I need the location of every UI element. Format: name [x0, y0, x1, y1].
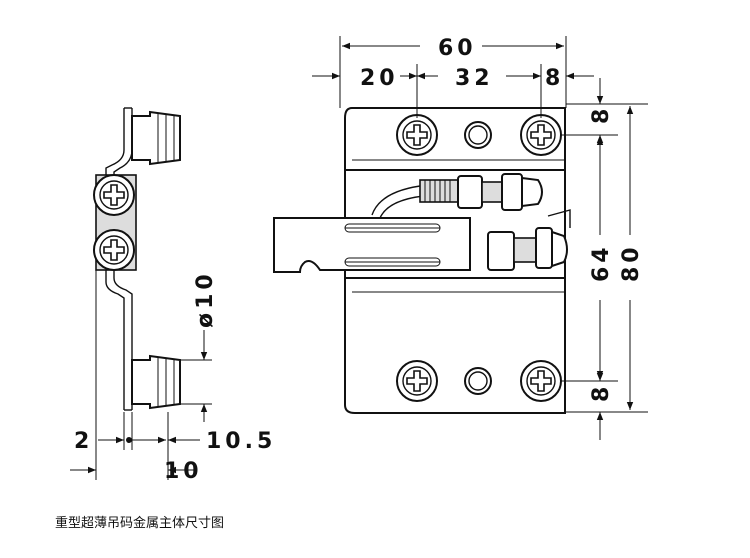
dim-side-depth: 10.5 [206, 429, 276, 454]
dim-offset-left: 20 [360, 66, 399, 91]
side-view [93, 107, 181, 411]
screw-bottom-right [520, 360, 562, 402]
dim-offset-right: 8 [545, 66, 564, 91]
top-pin [131, 110, 181, 166]
dim-top-offset: 8 [589, 105, 614, 124]
dim-bottom-offset: 8 [589, 383, 614, 402]
hole-top-center [464, 121, 492, 149]
screw-top-left [396, 114, 438, 156]
dimension-lines [70, 36, 648, 480]
dim-side-width: 10 [164, 459, 203, 484]
lower-nut [487, 231, 515, 271]
dim-height-total: 80 [619, 243, 644, 282]
upper-nut [457, 175, 483, 209]
bottom-pin [131, 354, 181, 410]
upper-screw-head [521, 176, 543, 208]
hook-slider [273, 217, 471, 273]
screw-top-right [520, 114, 562, 156]
front-view [273, 107, 571, 414]
dim-pin-diameter: ø10 [193, 270, 218, 328]
hole-bottom-center [464, 367, 492, 395]
dim-side-offset: 2 [74, 429, 93, 454]
lower-screw-head [551, 230, 568, 268]
dim-hole-span-vertical: 64 [589, 243, 614, 282]
dim-width-total: 60 [438, 36, 477, 61]
side-screw-bottom [93, 229, 135, 271]
dim-hole-spacing: 32 [455, 66, 494, 91]
side-screw-top [93, 174, 135, 216]
screw-bottom-left [396, 360, 438, 402]
drawing-caption: 重型超薄吊码金属主体尺寸图 [55, 516, 225, 531]
